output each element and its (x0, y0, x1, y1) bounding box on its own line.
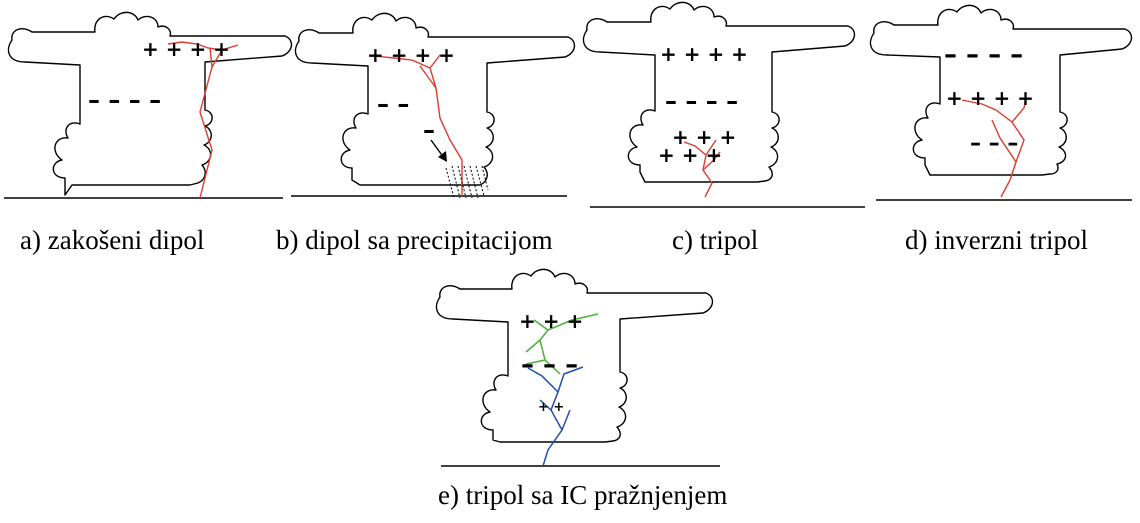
panel-c-tripole: + + + + – – – – + + + + + + (582, 1, 865, 208)
caption-b: b) dipol sa precipitacijom (276, 225, 553, 255)
lower-positive-charge-region-c-2: + + + (658, 143, 722, 167)
panel-d-inverted-tripole: – – – – + + + + – – – (869, 4, 1133, 201)
lightning-branch-a-1 (167, 41, 223, 51)
panel-a-skewed-dipole: + + + + – – – – (4, 11, 293, 199)
precipitation-arrow-head (438, 151, 447, 162)
positive-charge-region-c: + + + + (660, 42, 748, 66)
cloud-outline-c (582, 1, 856, 183)
precipitation-hatch (445, 165, 489, 199)
ic-discharge-upper-channel (539, 313, 599, 375)
lightning-channel-a (199, 44, 239, 199)
lightning-branch-c-1 (683, 141, 707, 156)
negative-charge-precipitation-b: – (423, 116, 435, 144)
caption-e: e) tripol sa IC pražnjenjem (438, 480, 727, 510)
negative-charge-upper-d: – – – – (944, 40, 1023, 70)
cloud-outline-b (294, 12, 576, 186)
ic-discharge-upper-branch-3 (525, 359, 546, 365)
ic-discharge-upper-branch-2 (525, 339, 541, 353)
positive-charge-middle-d: + + + + (946, 86, 1034, 110)
cg-discharge-lower-branch-1 (527, 367, 559, 393)
negative-charge-region-e: – – – (521, 350, 578, 380)
positive-charge-region-e: + + + (519, 309, 583, 333)
lower-positive-charge-region-c-1: + + + (672, 125, 736, 149)
negative-charge-region-c: – – – – (665, 87, 738, 115)
cloud-outline-a (7, 11, 293, 196)
lightning-channel-d (1000, 95, 1027, 198)
negative-charge-region-b: – – (377, 90, 409, 118)
lightning-branch-d-1 (961, 99, 1013, 123)
cloud-outline-e (435, 268, 714, 443)
caption-a: a) zakošeni dipol (20, 225, 204, 255)
lightning-branch-b-2 (419, 65, 437, 89)
cg-discharge-lower-branch-3 (561, 409, 571, 431)
caption-d: d) inverzni tripol (905, 225, 1088, 255)
positive-charge-region-a: + + + + (142, 37, 230, 61)
cg-discharge-lower-branch-2 (539, 399, 552, 411)
lightning-branch-b-1 (373, 55, 431, 69)
negative-charge-lower-d: – – – (970, 131, 1018, 156)
positive-charge-region-b: + + + + (367, 43, 455, 67)
panel-e-tripole-with-ic-discharge: + + + – – – + + (435, 268, 720, 467)
panel-b-dipole-with-precipitation: + + + + – – – (291, 12, 576, 199)
lightning-branch-d-2 (991, 119, 1017, 163)
ic-discharge-upper-branch-1 (533, 319, 549, 331)
lightning-branch-c-2 (702, 151, 721, 171)
lightning-branch-a-2 (209, 47, 213, 68)
caption-c: c) tripol (672, 225, 758, 255)
lower-positive-charge-region-e: + + (538, 400, 564, 415)
cloud-outline-d (869, 4, 1133, 176)
negative-charge-region-a: – – – – (88, 86, 161, 114)
